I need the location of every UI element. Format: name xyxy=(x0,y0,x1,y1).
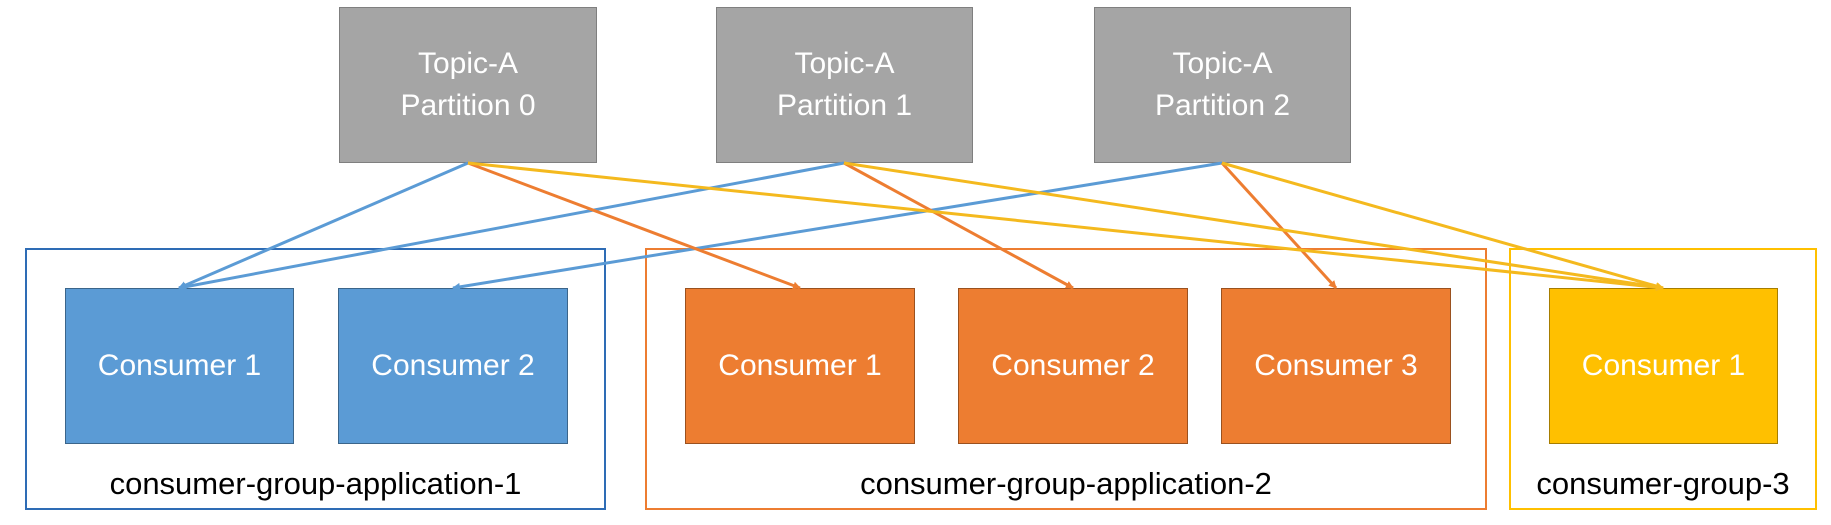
arrow-partition-1-to-group2-consumer-2 xyxy=(843,161,1074,290)
group-label: consumer-group-3 xyxy=(1536,466,1790,501)
arrow-partition-1-to-group1-consumer-1 xyxy=(178,161,845,291)
consumer-group-3: consumer-group-3 xyxy=(1509,248,1817,510)
consumer-label: Consumer 3 xyxy=(1254,349,1418,382)
consumer-label: Consumer 1 xyxy=(718,349,882,382)
consumer-group-application-2: consumer-group-application-2 xyxy=(645,248,1487,510)
partition-label: Partition 2 xyxy=(1154,89,1291,122)
arrow-partition-1-to-group3-consumer-1 xyxy=(843,161,1664,291)
partition-label: Partition 1 xyxy=(776,89,913,122)
topic-label: Topic-A xyxy=(417,47,519,80)
arrow-partition-2-to-group3-consumer-1 xyxy=(1221,161,1664,290)
group1-consumer-1: Consumer 1 xyxy=(65,288,294,444)
topic-partition-1: Topic-A Partition 1 xyxy=(716,7,973,163)
group2-consumer-1: Consumer 1 xyxy=(685,288,915,444)
group1-consumer-2: Consumer 2 xyxy=(338,288,568,444)
group-label: consumer-group-application-1 xyxy=(109,466,522,501)
group3-consumer-1: Consumer 1 xyxy=(1549,288,1778,444)
group-label: consumer-group-application-2 xyxy=(860,466,1272,501)
consumer-label: Consumer 2 xyxy=(371,349,535,382)
consumer-label: Consumer 1 xyxy=(1581,349,1746,382)
partition-label: Partition 0 xyxy=(400,89,536,122)
arrow-partition-0-to-group3-consumer-1 xyxy=(467,161,1664,292)
arrow-partition-0-to-group1-consumer-1 xyxy=(178,161,469,290)
topic-label: Topic-A xyxy=(1172,47,1273,80)
consumer-label: Consumer 2 xyxy=(991,349,1155,382)
group2-consumer-3: Consumer 3 xyxy=(1221,288,1451,444)
group2-consumer-2: Consumer 2 xyxy=(958,288,1188,444)
consumer-label: Consumer 1 xyxy=(97,349,262,382)
arrow-partition-2-to-group2-consumer-3 xyxy=(1220,161,1338,290)
arrow-partition-0-to-group2-consumer-1 xyxy=(467,161,801,290)
arrow-partition-2-to-group1-consumer-2 xyxy=(452,161,1223,291)
consumer-group-application-1: consumer-group-application-1 xyxy=(25,248,606,510)
topic-label: Topic-A xyxy=(794,47,895,80)
topic-partition-0: Topic-A Partition 0 xyxy=(339,7,597,163)
